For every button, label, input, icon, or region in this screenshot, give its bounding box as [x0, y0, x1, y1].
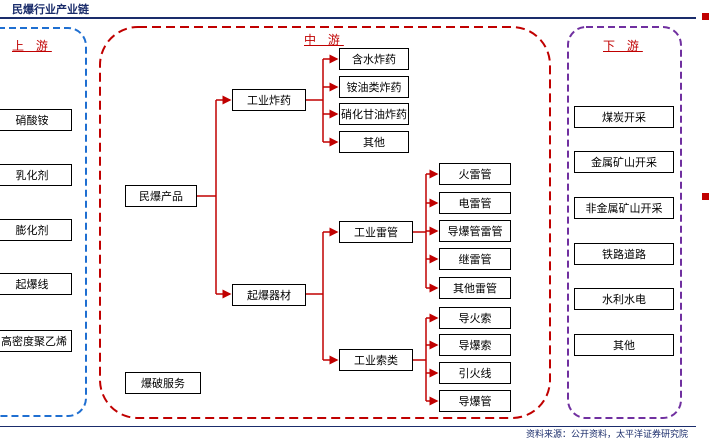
- cords-box: 工业索类: [339, 349, 413, 371]
- cord-type: 引火线: [439, 362, 511, 384]
- downstream-item: 金属矿山开采: [574, 151, 674, 173]
- explosives-box: 工业炸药: [232, 89, 306, 111]
- detonator-type: 导爆管雷管: [439, 220, 511, 242]
- bullet-marker: [702, 193, 709, 200]
- detonator-type: 其他雷管: [439, 277, 511, 299]
- downstream-item: 其他: [574, 334, 674, 356]
- upstream-item: 高密度聚乙烯: [0, 330, 72, 352]
- downstream-label: 下 游: [603, 39, 643, 53]
- services-box: 爆破服务: [125, 372, 201, 394]
- detonator-type: 火雷管: [439, 163, 511, 185]
- cord-type: 导爆索: [439, 334, 511, 356]
- detonator-type: 电雷管: [439, 192, 511, 214]
- upstream-item: 起爆线: [0, 273, 72, 295]
- detonators-box: 工业雷管: [339, 221, 413, 243]
- source-note: 资料来源：公开资料，太平洋证券研究院: [525, 430, 688, 440]
- downstream-item: 煤炭开采: [574, 106, 674, 128]
- upstream-item: 硝酸铵: [0, 109, 72, 131]
- detonator-type: 继雷管: [439, 248, 511, 270]
- downstream-item: 水利水电: [574, 288, 674, 310]
- header-rule: [0, 17, 696, 19]
- downstream-frame: [567, 26, 682, 419]
- explosive-type: 硝化甘油炸药: [339, 103, 409, 125]
- products-box: 民爆产品: [125, 185, 197, 207]
- initiators-box: 起爆器材: [232, 284, 306, 306]
- page-title: 民爆行业产业链: [12, 3, 89, 16]
- downstream-item: 铁路道路: [574, 243, 674, 265]
- upstream-frame: [0, 27, 87, 417]
- footer-rule: [0, 426, 696, 427]
- upstream-item: 膨化剂: [0, 219, 72, 241]
- cord-type: 导火索: [439, 307, 511, 329]
- explosive-type: 其他: [339, 131, 409, 153]
- explosive-type: 含水炸药: [339, 48, 409, 70]
- upstream-item: 乳化剂: [0, 164, 72, 186]
- bullet-marker: [702, 13, 709, 20]
- explosive-type: 铵油类炸药: [339, 76, 409, 98]
- upstream-label: 上 游: [12, 39, 52, 53]
- downstream-item: 非金属矿山开采: [574, 197, 674, 219]
- midstream-label: 中 游: [304, 33, 344, 47]
- midstream-frame: [99, 26, 551, 419]
- cord-type: 导爆管: [439, 390, 511, 412]
